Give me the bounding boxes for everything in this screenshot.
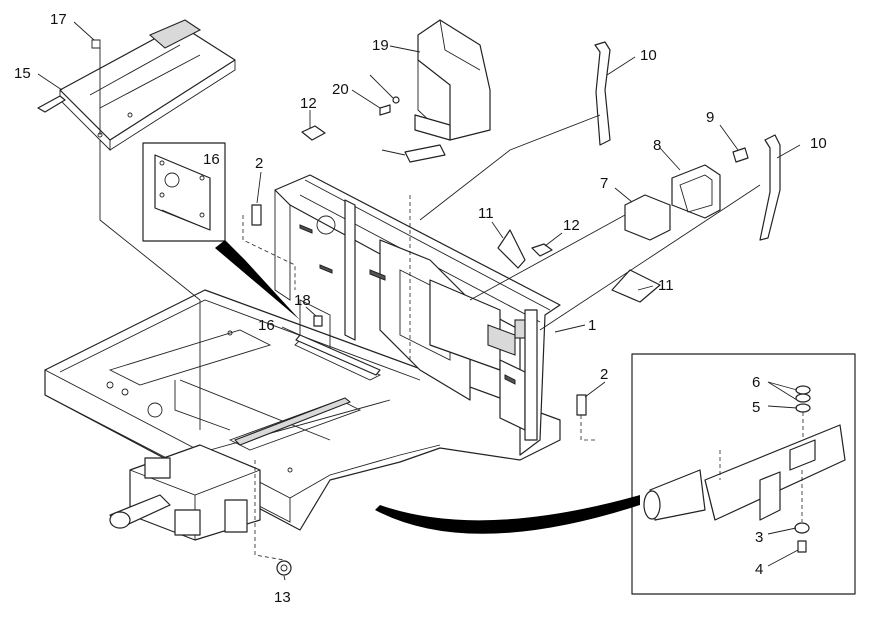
bracket-part-8 — [671, 164, 721, 219]
callout-8: 8 — [653, 137, 661, 154]
callout-4: 4 — [755, 561, 763, 578]
callout-6: 6 — [752, 374, 760, 391]
callout-12: 12 — [563, 217, 580, 234]
callout-16: 17 — [50, 11, 67, 28]
bolt-part-18 — [379, 104, 391, 116]
callout-2: 2 — [600, 366, 608, 383]
callout-7: 7 — [600, 175, 608, 192]
callout-10: 10 — [640, 47, 657, 64]
callout-labels: 17 15 19 20 12 16 2 10 9 8 10 7 11 12 11… — [14, 11, 827, 606]
callout-5: 5 — [752, 399, 760, 416]
callout-11: 11 — [478, 205, 494, 222]
detail-inset — [631, 353, 856, 595]
callout-15: 16 — [258, 317, 275, 334]
block-part-7 — [624, 194, 671, 241]
callout-15: 16 — [203, 151, 220, 168]
bolt-part-9 — [732, 147, 749, 163]
callout-16: 18 — [294, 292, 311, 309]
main-frame — [44, 289, 561, 531]
callout-13: 13 — [274, 589, 291, 606]
top-cover-part-14 — [37, 19, 236, 152]
rod-part-10b — [759, 134, 781, 241]
rail-part-15b — [295, 334, 381, 376]
washer-part-19 — [392, 96, 400, 104]
screw-part-16a — [91, 39, 101, 49]
handle-part-11a — [497, 229, 526, 269]
callout-3: 3 — [755, 529, 763, 546]
clip-part-12b — [531, 243, 553, 257]
cover-part-17 — [414, 19, 491, 141]
callout-17: 19 — [372, 37, 389, 54]
callout-1: 1 — [588, 317, 596, 334]
assembly-lines — [99, 48, 761, 561]
callout-leaders — [37, 21, 801, 581]
rear-panel — [274, 174, 561, 456]
detail-pointer-15 — [215, 240, 300, 320]
handle-part-11b — [611, 269, 661, 303]
callout-2: 2 — [255, 155, 263, 172]
callout-14: 15 — [14, 65, 31, 82]
screw-part-16b — [313, 315, 323, 327]
nut-part-13 — [276, 560, 292, 576]
callout-11: 11 — [658, 277, 674, 294]
callout-9: 9 — [706, 109, 714, 126]
callout-10: 10 — [810, 135, 827, 152]
clip-part-12a — [301, 125, 326, 141]
callout-12: 12 — [300, 95, 317, 112]
block-part-20 — [404, 144, 446, 163]
callout-18: 20 — [332, 81, 349, 98]
axle-assembly — [109, 444, 261, 541]
rod-part-10a — [594, 41, 611, 146]
detail-box-part-15 — [142, 142, 226, 242]
pin-part-2a — [251, 204, 262, 226]
detail-pointer-inset — [375, 495, 640, 534]
pin-part-2b — [576, 394, 587, 416]
